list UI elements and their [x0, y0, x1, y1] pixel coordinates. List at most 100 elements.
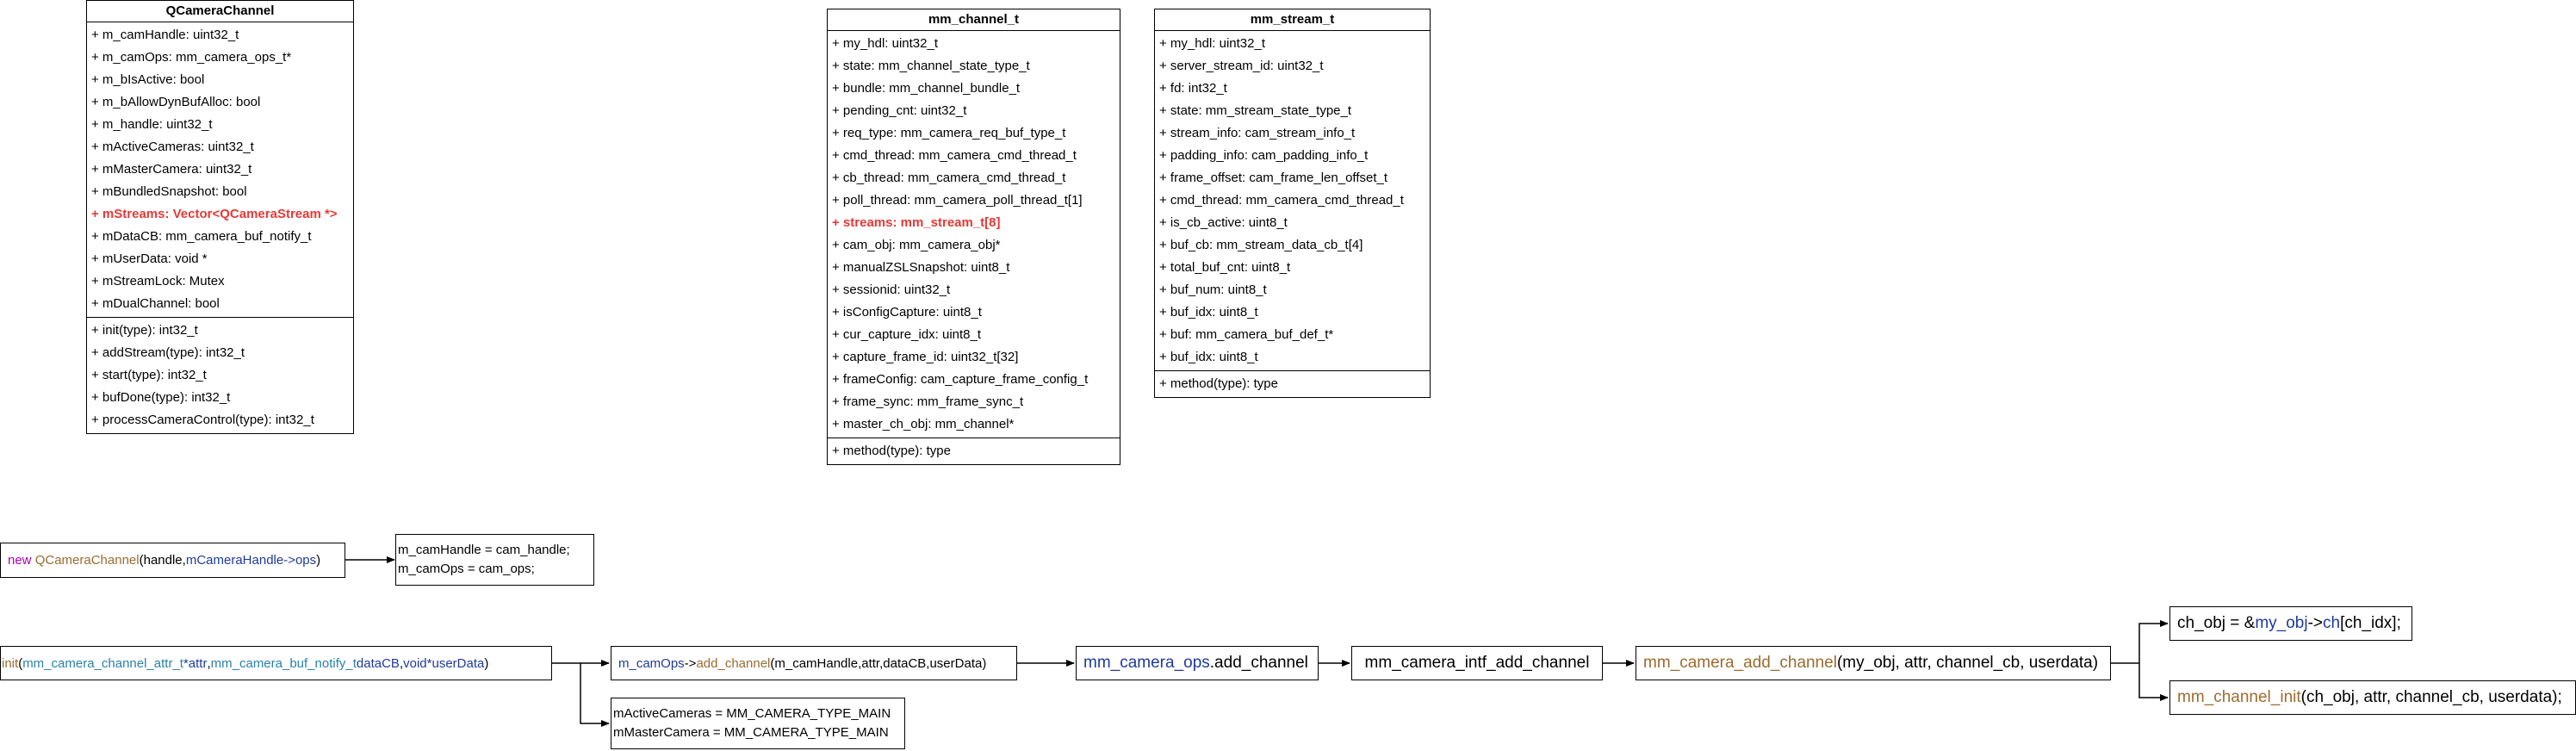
camops-object: m_camOps — [618, 655, 685, 671]
param-name: dataCB — [356, 655, 400, 671]
class-attribute: + m_handle: uint32_t — [91, 117, 213, 132]
camera-add-channel-function: mm_camera_add_channel — [1643, 654, 1837, 672]
class-method: + init(type): int32_t — [91, 323, 198, 338]
init-call: init(mm_camera_channel_attr_t *attr,mm_c… — [0, 646, 552, 680]
assign-prefix: ch_obj = & — [2177, 614, 2256, 632]
methods-section: + method(type): type — [1155, 370, 1430, 397]
assign-line: m_camOps = cam_ops; — [398, 562, 535, 576]
class-attribute: + master_ch_obj: mm_channel* — [832, 417, 1015, 431]
class-qcamerachannel: QCameraChannel + m_camHandle: uint32_t+ … — [86, 0, 354, 434]
paren: ( — [18, 655, 23, 671]
add-channel-args: (m_camHandle,attr,dataCB,userData) — [770, 655, 987, 671]
ops-object: mm_camera_ops — [1083, 654, 1210, 672]
constructor-ops-arg: mCameraHandle->ops — [185, 553, 317, 568]
qcamerachannel-constructor-call: new QCameraChannel(handle, mCameraHandle… — [0, 543, 345, 578]
class-attribute: + buf_idx: uint8_t — [1159, 305, 1258, 320]
class-attribute: + pending_cnt: uint32_t — [832, 103, 967, 118]
class-attribute: + state: mm_channel_state_type_t — [832, 59, 1030, 73]
param-type: mm_camera_buf_notify_t — [210, 655, 357, 671]
ops-method: .add_channel — [1209, 654, 1308, 672]
class-attribute: + manualZSLSnapshot: uint8_t — [832, 260, 1010, 275]
class-method: + addStream(type): int32_t — [91, 345, 245, 360]
class-attribute: + padding_info: cam_padding_info_t — [1159, 148, 1369, 163]
class-title: mm_stream_t — [1155, 9, 1430, 31]
constructor-args-start: (handle, — [139, 553, 186, 568]
class-attribute: + mActiveCameras: uint32_t — [91, 140, 254, 154]
class-attribute: + bundle: mm_channel_bundle_t — [832, 81, 1021, 96]
class-attribute: + total_buf_cnt: uint8_t — [1159, 260, 1291, 275]
class-attribute: + cb_thread: mm_camera_cmd_thread_t — [832, 171, 1066, 185]
class-attribute: + m_camHandle: uint32_t — [91, 28, 239, 42]
comma: , — [207, 655, 211, 671]
class-title: QCameraChannel — [87, 1, 353, 22]
comma: , — [399, 655, 404, 671]
class-attribute: + buf_cb: mm_stream_data_cb_t[4] — [1159, 238, 1363, 252]
attributes-section: + my_hdl: uint32_t + state: mm_channel_st… — [828, 31, 1120, 438]
ch-field: ch — [2323, 614, 2341, 632]
class-attribute: + is_cb_active: uint8_t — [1159, 215, 1288, 230]
class-attribute: + m_camOps: mm_camera_ops_t* — [91, 50, 292, 65]
class-attribute: + my_hdl: uint32_t — [1159, 36, 1265, 51]
attributes-section: + m_camHandle: uint32_t + m_camOps: mm_ca… — [87, 22, 353, 317]
intf-add-channel: mm_camera_intf_add_channel — [1351, 646, 1603, 680]
class-attribute: + req_type: mm_camera_req_buf_type_t — [832, 126, 1066, 140]
class-attribute: + mBundledSnapshot: bool — [91, 184, 247, 199]
class-method: + start(type): int32_t — [91, 368, 207, 382]
class-attribute: + cmd_thread: mm_camera_cmd_thread_t — [832, 148, 1077, 163]
index: [ch_idx]; — [2340, 614, 2401, 632]
channel-init-function: mm_channel_init — [2177, 688, 2301, 706]
methods-section: + init(type): int32_t + addStream(type): … — [87, 317, 353, 433]
param-name: *userData — [426, 655, 485, 671]
assign-line: m_camHandle = cam_handle; — [398, 543, 570, 557]
class-attribute: + poll_thread: mm_camera_poll_thread_t[1… — [832, 193, 1083, 208]
channel-init-call: mm_channel_init(ch_obj, attr, channel_cb… — [2169, 680, 2576, 715]
arrow-operator: -> — [2307, 614, 2324, 632]
class-attribute: + mStreams: Vector<QCameraStream *> — [91, 207, 338, 221]
class-attribute: + my_hdl: uint32_t — [832, 36, 938, 51]
class-attribute: + capture_frame_id: uint32_t[32] — [832, 350, 1019, 364]
assign-line: mMasterCamera = MM_CAMERA_TYPE_MAIN — [613, 725, 889, 740]
class-attribute: + m_bAllowDynBufAlloc: bool — [91, 95, 261, 109]
assign-line: mActiveCameras = MM_CAMERA_TYPE_MAIN — [613, 706, 891, 721]
channel-init-args: (ch_obj, attr, channel_cb, userdata); — [2300, 688, 2562, 706]
class-attribute: + frame_offset: cam_frame_len_offset_t — [1159, 171, 1388, 185]
constructor-class: QCameraChannel — [34, 553, 140, 568]
camera-add-channel-args: (my_obj, attr, channel_cb, userdata) — [1836, 654, 2099, 672]
attributes-section: + my_hdl: uint32_t+ server_stream_id: ui… — [1155, 31, 1430, 370]
class-attribute: + m_bIsActive: bool — [91, 72, 205, 87]
class-attribute: + cmd_thread: mm_camera_cmd_thread_t — [1159, 193, 1404, 208]
my-obj: my_obj — [2255, 614, 2308, 632]
class-method: + processCameraControl(type): int32_t — [91, 413, 314, 427]
class-method: + method(type): type — [832, 444, 951, 458]
class-attribute: + sessionid: uint32_t — [832, 282, 951, 297]
class-attribute: + mDualChannel: bool — [91, 296, 220, 311]
class-attribute: + mStreamLock: Mutex — [91, 274, 225, 289]
class-attribute: + mMasterCamera: uint32_t — [91, 162, 252, 177]
intf-add-channel-label: mm_camera_intf_add_channel — [1364, 654, 1590, 672]
init-assignments: mActiveCameras = MM_CAMERA_TYPE_MAIN mMa… — [611, 698, 905, 749]
class-attribute: + mUserData: void * — [91, 251, 208, 266]
class-attribute: + mDataCB: mm_camera_buf_notify_t — [91, 229, 312, 244]
methods-section: + method(type): type — [828, 438, 1120, 464]
class-method: + method(type): type — [1159, 376, 1278, 391]
constructor-assignments: m_camHandle = cam_handle; m_camOps = cam… — [395, 534, 594, 586]
class-attribute: + frameConfig: cam_capture_frame_config_… — [832, 372, 1089, 387]
param-name: *attr — [183, 655, 208, 671]
class-attribute: + fd: int32_t — [1159, 81, 1227, 96]
class-title: mm_channel_t — [828, 9, 1120, 31]
constructor-args-end: ) — [316, 553, 321, 568]
add-channel-call: m_camOps->add_channel(m_camHandle,attr,d… — [611, 646, 1017, 680]
class-attribute: + cur_capture_idx: uint8_t — [832, 327, 982, 342]
class-attribute: + cam_obj: mm_camera_obj* — [832, 238, 1001, 252]
param-type: void — [403, 655, 427, 671]
class-attribute: + streams: mm_stream_t[8] — [832, 215, 1001, 230]
add-channel-function: add_channel — [696, 655, 771, 671]
param-type: mm_camera_channel_attr_t — [22, 655, 183, 671]
keyword-new: new — [8, 553, 32, 568]
class-method: + bufDone(type): int32_t — [91, 390, 231, 405]
class-mm-channel-t: mm_channel_t + my_hdl: uint32_t + state: … — [827, 9, 1120, 465]
class-attribute: + frame_sync: mm_frame_sync_t — [832, 394, 1024, 409]
class-attribute: + isConfigCapture: uint8_t — [832, 305, 982, 320]
ch-obj-assignment: ch_obj = &my_obj->ch[ch_idx]; — [2169, 606, 2412, 641]
class-attribute: + state: mm_stream_state_type_t — [1159, 103, 1352, 118]
